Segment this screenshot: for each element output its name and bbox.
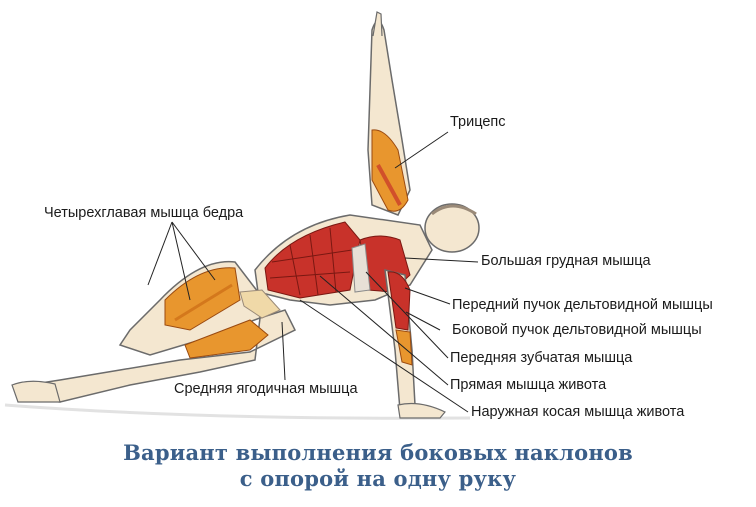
abdominis-segments xyxy=(269,227,353,296)
label-pectoralis: Большая грудная мышца xyxy=(481,253,651,269)
deltoid-muscle xyxy=(387,271,411,331)
label-external-oblique: Наружная косая мышца живота xyxy=(471,404,685,420)
label-quadriceps: Четырехглавая мышца бедра xyxy=(44,205,244,221)
rectus-abdominis-muscle xyxy=(264,221,361,299)
label-front-delt: Передний пучок дельтовидной мышцы xyxy=(452,297,713,313)
floor-shadow xyxy=(4,403,471,420)
caption-line-2: с опорой на одну руку xyxy=(239,466,517,491)
label-triceps: Трицепс xyxy=(450,114,506,130)
feet xyxy=(11,380,61,403)
caption-line-1: Вариант выполнения боковых наклонов xyxy=(123,440,633,465)
raised-hand xyxy=(372,11,383,37)
head xyxy=(424,203,480,253)
quadriceps-muscle-lower xyxy=(184,319,269,359)
serratus-muscle xyxy=(351,243,371,293)
label-side-delt: Боковой пучок дельтовидной мышцы xyxy=(452,322,702,338)
label-rectus-abdominis: Прямая мышца живота xyxy=(450,377,607,393)
label-serratus: Передняя зубчатая мышца xyxy=(450,350,633,366)
triceps-muscle xyxy=(371,129,409,212)
supporting-hand xyxy=(397,402,446,419)
gluteus-medius-muscle xyxy=(239,289,281,319)
leader-lines xyxy=(147,131,479,413)
label-gluteus-medius: Средняя ягодичная мышца xyxy=(174,381,358,397)
